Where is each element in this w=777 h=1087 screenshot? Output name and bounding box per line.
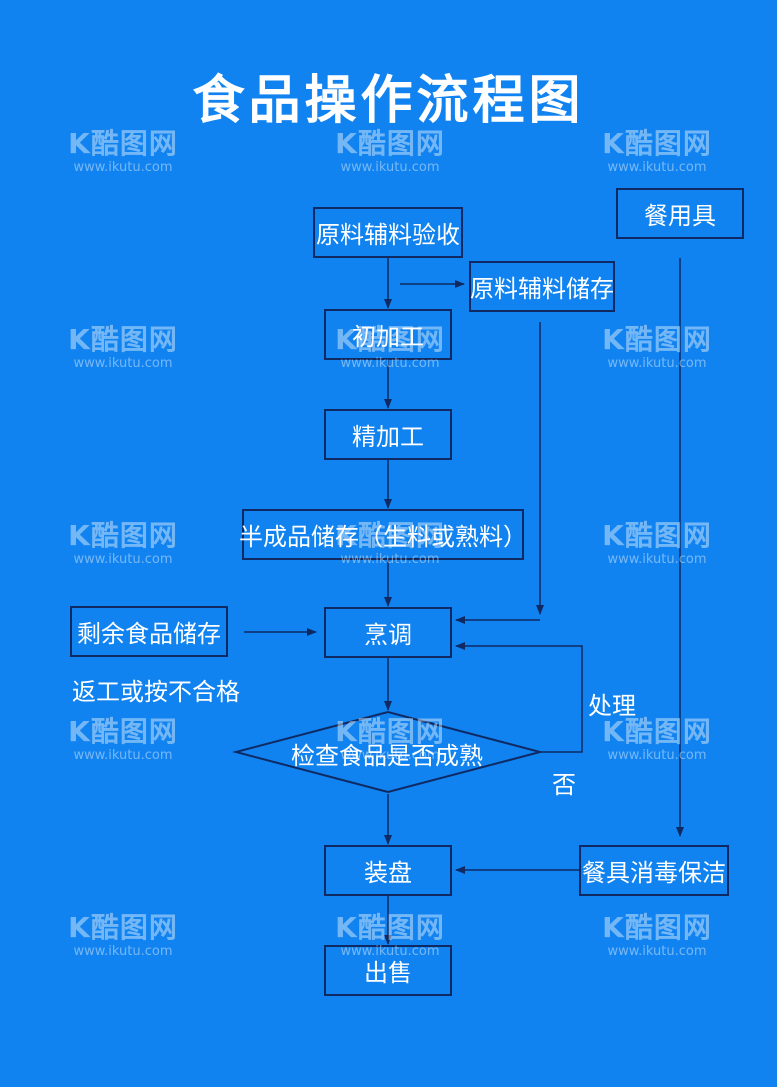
node-disinfect: 餐具消毒保洁 xyxy=(579,845,729,896)
node-check: 检查食品是否成熟 xyxy=(291,741,483,770)
node-leftover-storage: 剩余食品储存 xyxy=(70,606,228,657)
label-no: 否 xyxy=(552,771,576,799)
node-cooking: 烹调 xyxy=(324,607,452,658)
page-title: 食品操作流程图 xyxy=(192,71,585,131)
node-plating: 装盘 xyxy=(324,845,452,896)
node-raw-storage: 原料辅料储存 xyxy=(469,261,615,312)
label-process: 处理 xyxy=(588,692,636,720)
label-rework: 返工或按不合格 xyxy=(72,678,240,706)
node-initial-process: 初加工 xyxy=(324,309,452,360)
node-raw-receive: 原料辅料验收 xyxy=(313,207,463,258)
node-semi-storage: 半成品储存（生料或熟料） xyxy=(239,509,527,560)
node-sale: 出售 xyxy=(324,945,452,996)
check-diamond xyxy=(232,710,544,794)
node-fine-process: 精加工 xyxy=(324,409,452,460)
arrow-rework-loop xyxy=(455,642,583,753)
node-tableware: 餐用具 xyxy=(616,188,744,239)
